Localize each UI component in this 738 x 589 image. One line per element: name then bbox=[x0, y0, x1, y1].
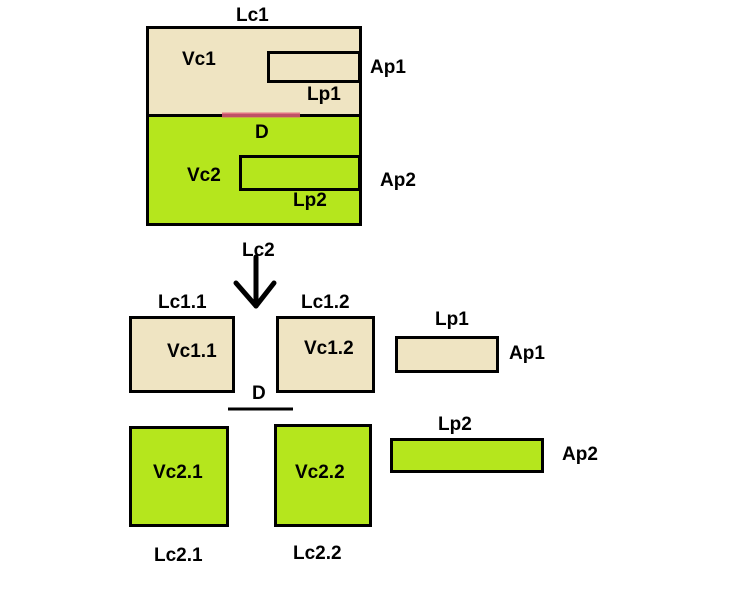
label-lc1-2: Lc1.2 bbox=[301, 292, 350, 313]
label-lc1-1: Lc1.1 bbox=[158, 292, 207, 313]
label-vc1-2: Vc1.2 bbox=[304, 338, 354, 359]
label-vc1-1: Vc1.1 bbox=[167, 341, 217, 362]
label-ap1-bottom: Ap1 bbox=[509, 343, 545, 364]
label-lc1: Lc1 bbox=[236, 5, 269, 26]
label-lc2-1: Lc2.1 bbox=[154, 545, 203, 566]
label-d-top: D bbox=[255, 122, 269, 143]
label-vc2: Vc2 bbox=[187, 165, 221, 186]
label-ap1-top: Ap1 bbox=[370, 57, 406, 78]
label-lp1-bottom: Lp1 bbox=[435, 309, 469, 330]
cell-vc1-1 bbox=[129, 316, 235, 393]
label-vc2-2: Vc2.2 bbox=[295, 462, 345, 483]
label-lp2-top: Lp2 bbox=[293, 190, 327, 211]
label-vc1: Vc1 bbox=[182, 49, 216, 70]
down-arrow-icon bbox=[233, 254, 277, 309]
label-lc2: Lc2 bbox=[242, 240, 275, 261]
label-lp1-top: Lp1 bbox=[307, 84, 341, 105]
cell-vc1-2 bbox=[276, 316, 375, 393]
label-d-bottom: D bbox=[252, 383, 266, 404]
label-lc2-2: Lc2.2 bbox=[293, 543, 342, 564]
port-lp2-bottom bbox=[390, 438, 544, 473]
label-vc2-1: Vc2.1 bbox=[153, 462, 203, 483]
label-ap2-top: Ap2 bbox=[380, 170, 416, 191]
port-lp1-rect bbox=[267, 51, 361, 83]
label-lp2-bottom: Lp2 bbox=[438, 414, 472, 435]
port-lp1-bottom bbox=[395, 336, 499, 373]
label-ap2-bottom: Ap2 bbox=[562, 444, 598, 465]
port-lp2-rect bbox=[239, 155, 361, 191]
cell-vc2-1 bbox=[129, 426, 229, 527]
cell-vc2-2 bbox=[274, 424, 372, 527]
